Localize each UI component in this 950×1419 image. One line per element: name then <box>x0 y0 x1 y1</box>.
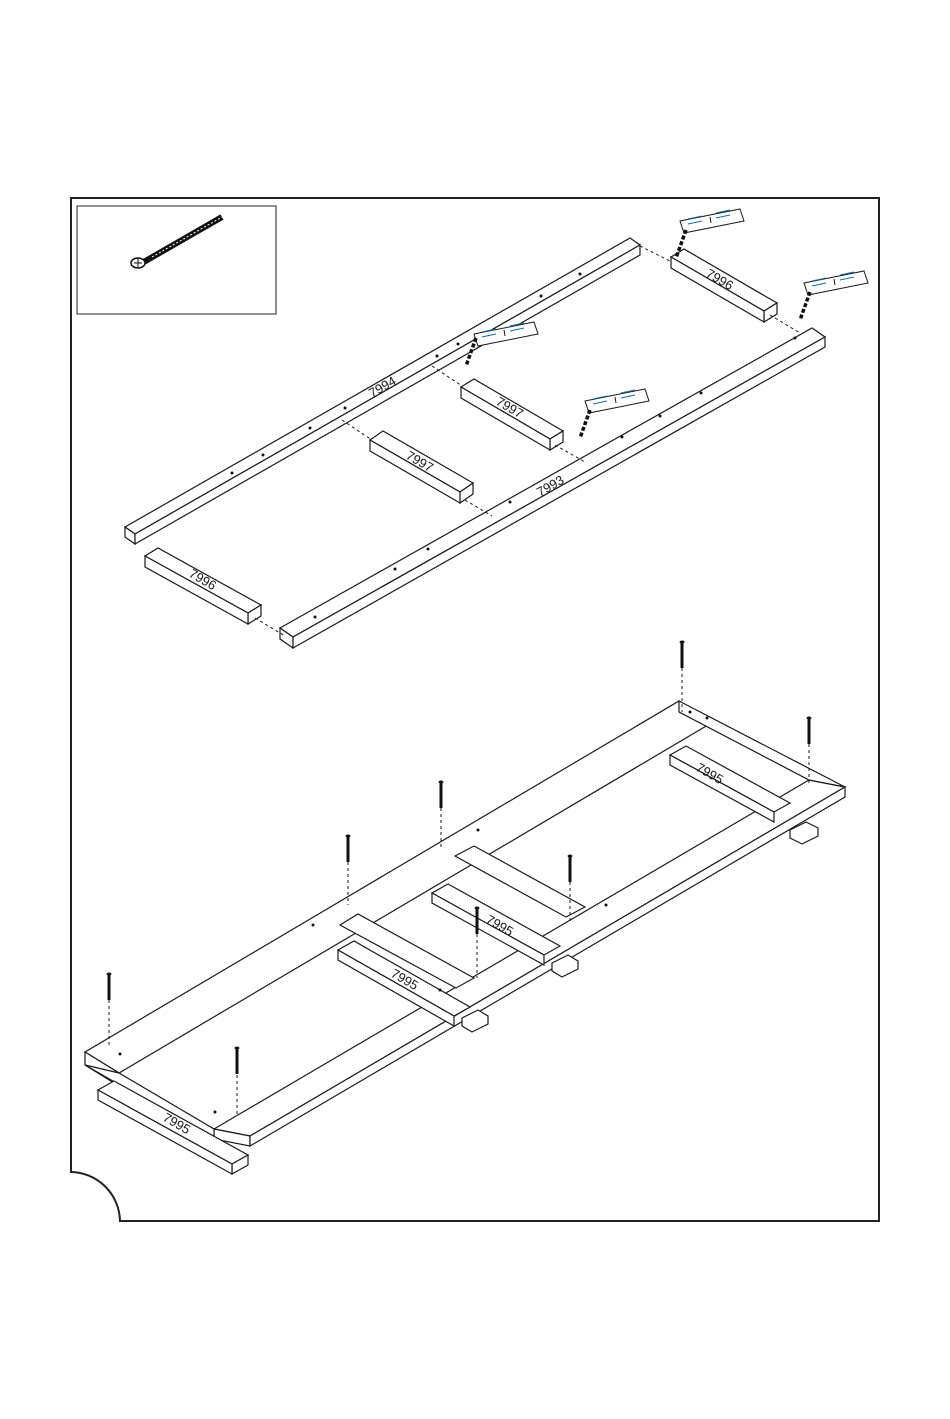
page-frame <box>71 198 879 1221</box>
dowel-icon <box>800 292 810 320</box>
screw-icon <box>680 641 685 669</box>
screw-icon <box>107 973 112 1001</box>
screw-icon <box>235 1047 240 1075</box>
screw-icon <box>346 835 351 863</box>
lower-frame <box>85 701 845 1146</box>
glue-packet-icon <box>804 271 868 295</box>
screw-icon <box>568 855 573 883</box>
dowel-icon <box>580 410 590 438</box>
screw-icon <box>131 217 222 268</box>
screw-icon <box>439 781 444 809</box>
hardware-box <box>77 206 276 314</box>
glue-packet-icon <box>585 389 649 413</box>
glue-packet-icon <box>680 209 744 233</box>
screw-icon <box>807 717 812 745</box>
